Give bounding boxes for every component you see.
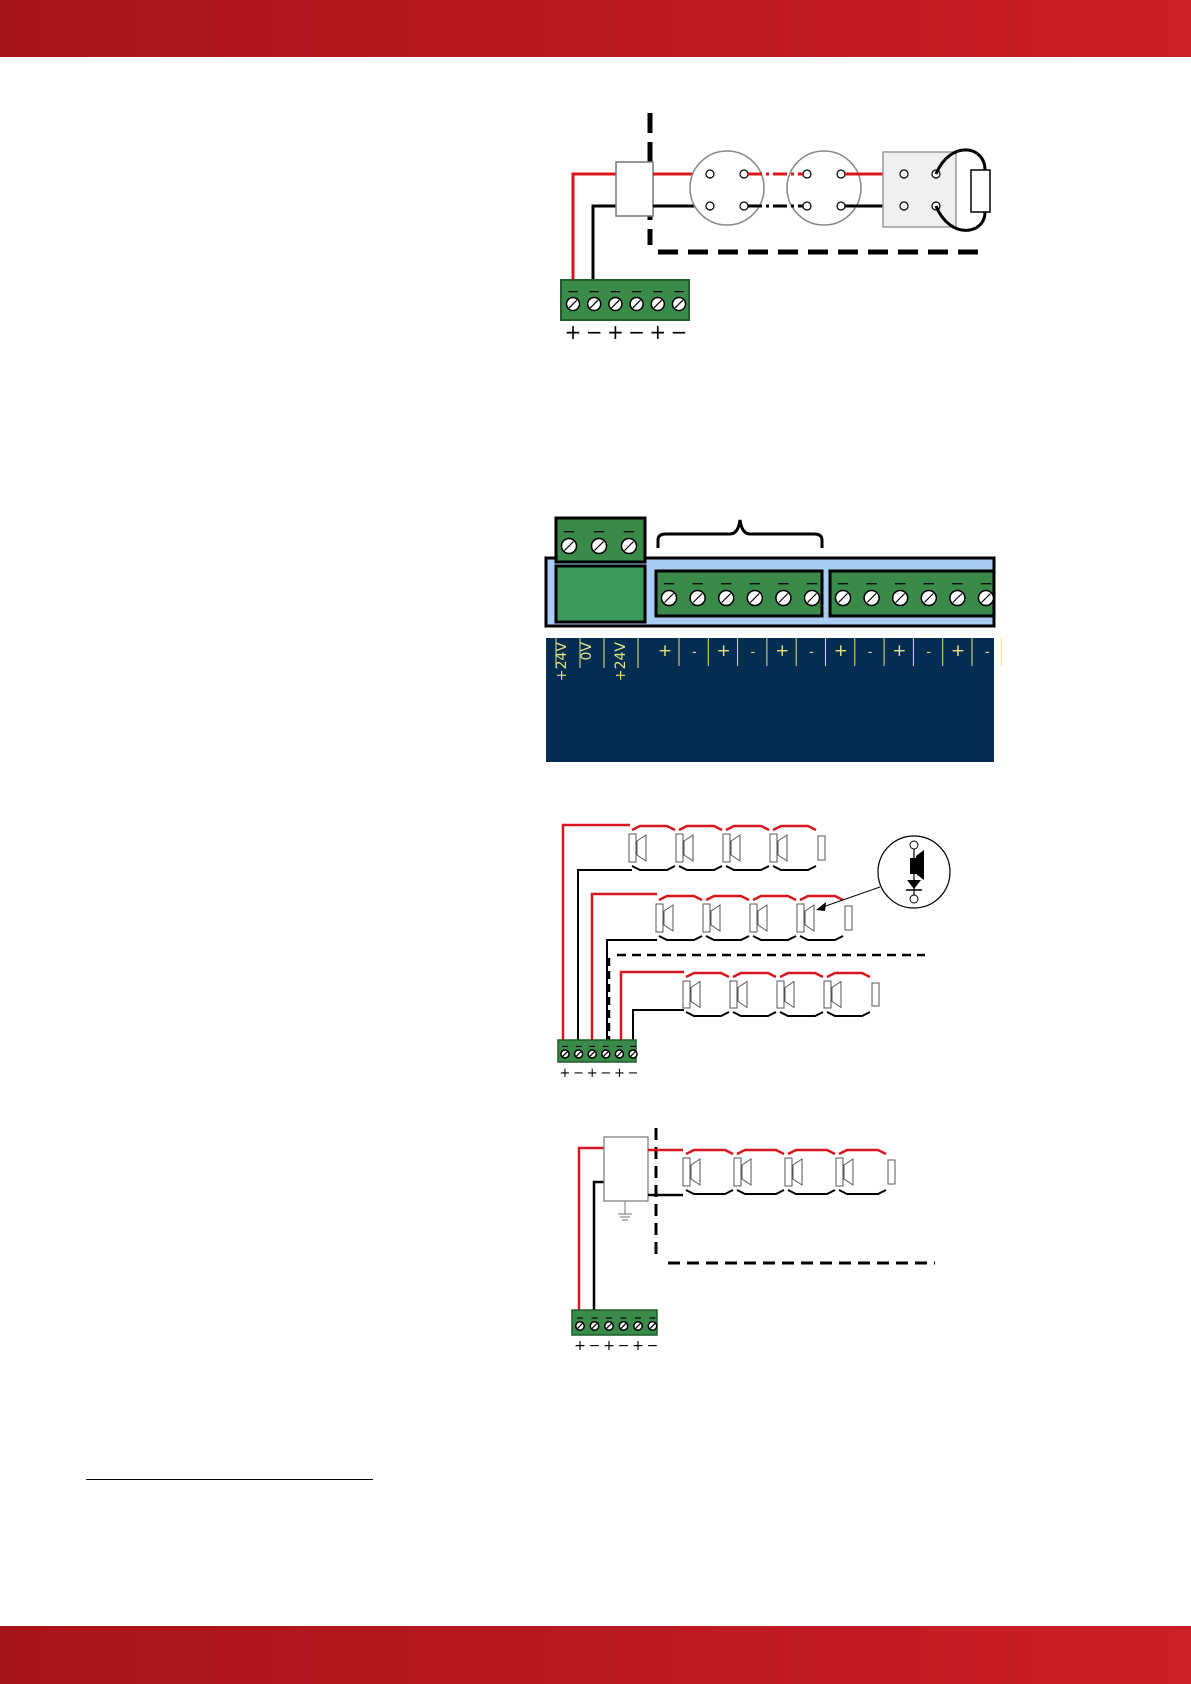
- sounder-chain: [683, 1150, 895, 1194]
- power-label: 0V: [579, 642, 595, 661]
- output-polarity-label: +: [716, 641, 730, 661]
- output-polarity-label: +: [834, 641, 848, 661]
- terminal-sign: +: [560, 1066, 571, 1081]
- terminal-sign: +: [603, 1338, 615, 1354]
- sounder-icon: [824, 981, 841, 1008]
- power-socket: [556, 566, 645, 622]
- sounder-icon: [676, 834, 693, 862]
- output-polarity-label: -: [692, 645, 697, 660]
- eol-resistor: [971, 170, 990, 212]
- eol-resistor: [818, 836, 825, 860]
- diagram-sounder-circuits: +−+−+−: [558, 825, 950, 1081]
- sounder-chain: [683, 973, 879, 1016]
- sounder-icon: [730, 981, 747, 1008]
- detector-head-1: [690, 151, 764, 225]
- diagram-sounder-module: +−+−+−: [572, 1128, 935, 1354]
- terminal-signs-3: +−+−+−: [560, 1066, 639, 1081]
- terminal-sign: −: [589, 1338, 601, 1354]
- terminal-sign: +: [574, 1338, 586, 1354]
- terminal-block-3: [558, 1040, 636, 1062]
- sounder-module: [604, 1137, 648, 1201]
- output-polarity-label: -: [985, 645, 990, 660]
- eol-resistor: [888, 1160, 895, 1184]
- output-block-1: [656, 571, 822, 616]
- sounder-icon: [734, 1158, 751, 1186]
- sounder-icon: [750, 904, 767, 932]
- terminal-sign: +: [632, 1338, 644, 1354]
- terminal-sign: +: [607, 320, 624, 344]
- sounder-chain: [629, 826, 825, 870]
- output-polarity-label: +: [775, 641, 789, 661]
- diagram-detector-circuit: +−+−+−: [561, 113, 990, 344]
- terminal-sign: −: [671, 320, 688, 344]
- terminal-sign: −: [600, 1066, 611, 1081]
- sounder-icon: [683, 981, 700, 1008]
- sounder-icon: [770, 834, 787, 862]
- output-polarity-label: +: [658, 641, 672, 661]
- sounder-icon: [656, 904, 673, 932]
- sounder-icon: [703, 904, 720, 932]
- sounder-icon: [785, 1158, 802, 1186]
- output-polarity-label: -: [809, 645, 814, 660]
- eol-resistor: [845, 906, 852, 930]
- terminal-sign: −: [628, 320, 645, 344]
- wire-negative: [593, 206, 616, 282]
- sounder-icon: [683, 1158, 700, 1186]
- output-polarity-label: -: [926, 645, 931, 660]
- terminal-sign: +: [587, 1066, 598, 1081]
- terminal-sign: −: [573, 1066, 584, 1081]
- terminal-signs-4: +−+−+−: [574, 1338, 658, 1354]
- brace-bracket: [658, 520, 822, 548]
- terminal-sign: −: [647, 1338, 659, 1354]
- output-block-2: [830, 571, 994, 616]
- end-of-line-unit: [883, 152, 956, 227]
- terminal-sign: −: [628, 1066, 639, 1081]
- sounder-icon: [836, 1158, 853, 1186]
- terminal-signs-1: +−+−+−: [565, 320, 688, 344]
- sounder-icon: [723, 834, 740, 862]
- output-polarity-label: +: [951, 641, 965, 661]
- terminal-sign: +: [649, 320, 666, 344]
- output-polarity-label: +: [892, 641, 906, 661]
- terminal-sign: −: [618, 1338, 630, 1354]
- power-label: +24V: [613, 642, 629, 682]
- sounder-icon: [629, 834, 646, 862]
- sounder-icon: [777, 981, 794, 1008]
- terminal-block-1: [561, 280, 689, 320]
- terminal-sign: +: [614, 1066, 625, 1081]
- interface-module: [616, 162, 653, 216]
- sounder-chain: [656, 896, 852, 940]
- output-polarity-label: -: [868, 645, 873, 660]
- output-polarity-label: -: [751, 645, 756, 660]
- eol-resistor: [872, 983, 879, 1006]
- terminal-block-4: [572, 1310, 657, 1335]
- terminal-sign: +: [565, 320, 582, 344]
- detector-head-2: [787, 151, 861, 225]
- sounder-icon: [797, 904, 814, 932]
- terminal-sign: −: [586, 320, 603, 344]
